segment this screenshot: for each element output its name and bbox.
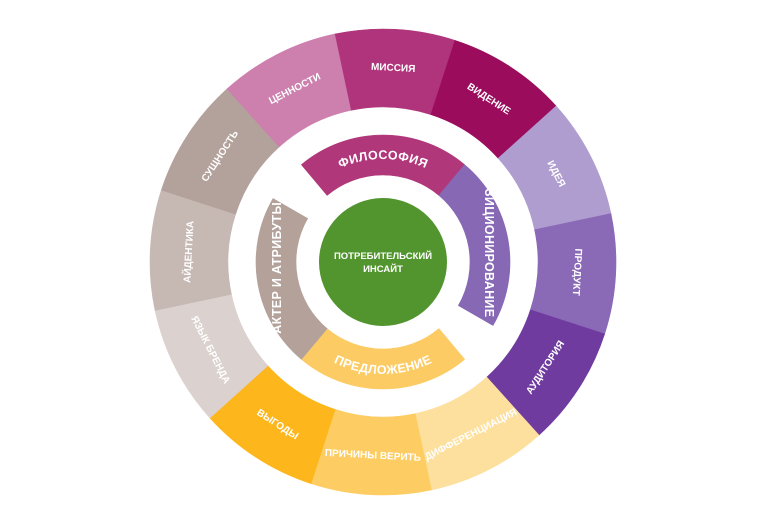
outer-segment-label-1: МИССИЯ: [371, 62, 416, 75]
outer-segment-12: [226, 33, 352, 148]
outer-segment-label-10: АЙДЕНТИКА: [180, 220, 196, 283]
inner-segment-label-4: ХАРАКТЕР И АТРИБУТЫ: [270, 202, 284, 359]
center-label-line2: ИНСАЙТ: [363, 263, 403, 275]
center-label-line1: ПОТРЕБИТЕЛЬСКИЙ: [334, 250, 432, 262]
inner-segment-1: [300, 134, 466, 196]
outer-segment-label-4: ПРОДУКТ: [570, 248, 583, 296]
inner-segment-3: [300, 328, 466, 390]
inner-segment-label-2: ПОЗИЦИОНИРОВАНИЕ: [482, 169, 496, 317]
inner-segment-2: [438, 164, 511, 326]
inner-ring: ФИЛОСОФИЯПОЗИЦИОНИРОВАНИЕПРЕДЛОЖЕНИЕХАРА…: [255, 134, 511, 390]
outer-ring: МИССИЯВИДЕНИЕИДЕЯПРОДУКТАУДИТОРИЯДИФФЕРЕ…: [149, 28, 617, 496]
inner-segment-4: [255, 198, 328, 360]
outer-segment-label-7: ПРИЧИНЫ ВЕРИТЬ: [325, 448, 422, 464]
center-disc: [319, 198, 447, 326]
center-circle: ПОТРЕБИТЕЛЬСКИЙ ИНСАЙТ: [319, 198, 447, 326]
